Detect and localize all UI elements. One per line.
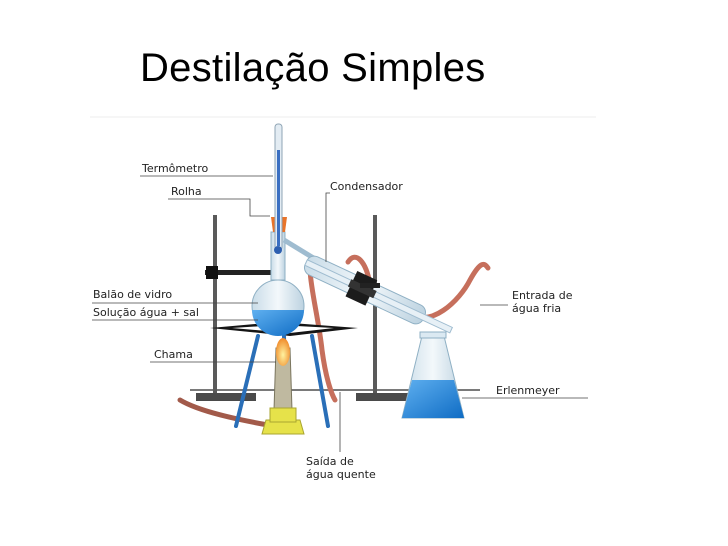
- leader-lines: [92, 175, 588, 452]
- label-entrada-line1: Entrada de: [512, 289, 573, 302]
- label-condensador: Condensador: [330, 180, 403, 193]
- label-entrada-line2: água fria: [512, 302, 561, 315]
- bunsen-burner: [261, 338, 305, 435]
- label-saida-line2: água quente: [306, 468, 376, 481]
- left-ring-stand: [196, 215, 285, 401]
- erlenmeyer-flask: [401, 331, 465, 419]
- flame-icon: [276, 338, 290, 366]
- label-solucao: Solução água + sal: [93, 306, 199, 319]
- condenser: [303, 255, 454, 334]
- label-balao: Balão de vidro: [93, 288, 172, 301]
- label-termometro: Termômetro: [141, 162, 208, 175]
- label-saida-line1: Saída de: [306, 455, 354, 468]
- label-erlenmeyer: Erlenmeyer: [496, 384, 560, 397]
- thermometer: [274, 123, 283, 254]
- label-rolha: Rolha: [171, 185, 202, 198]
- page-title: Destilação Simples: [140, 46, 486, 90]
- label-chama: Chama: [154, 348, 193, 361]
